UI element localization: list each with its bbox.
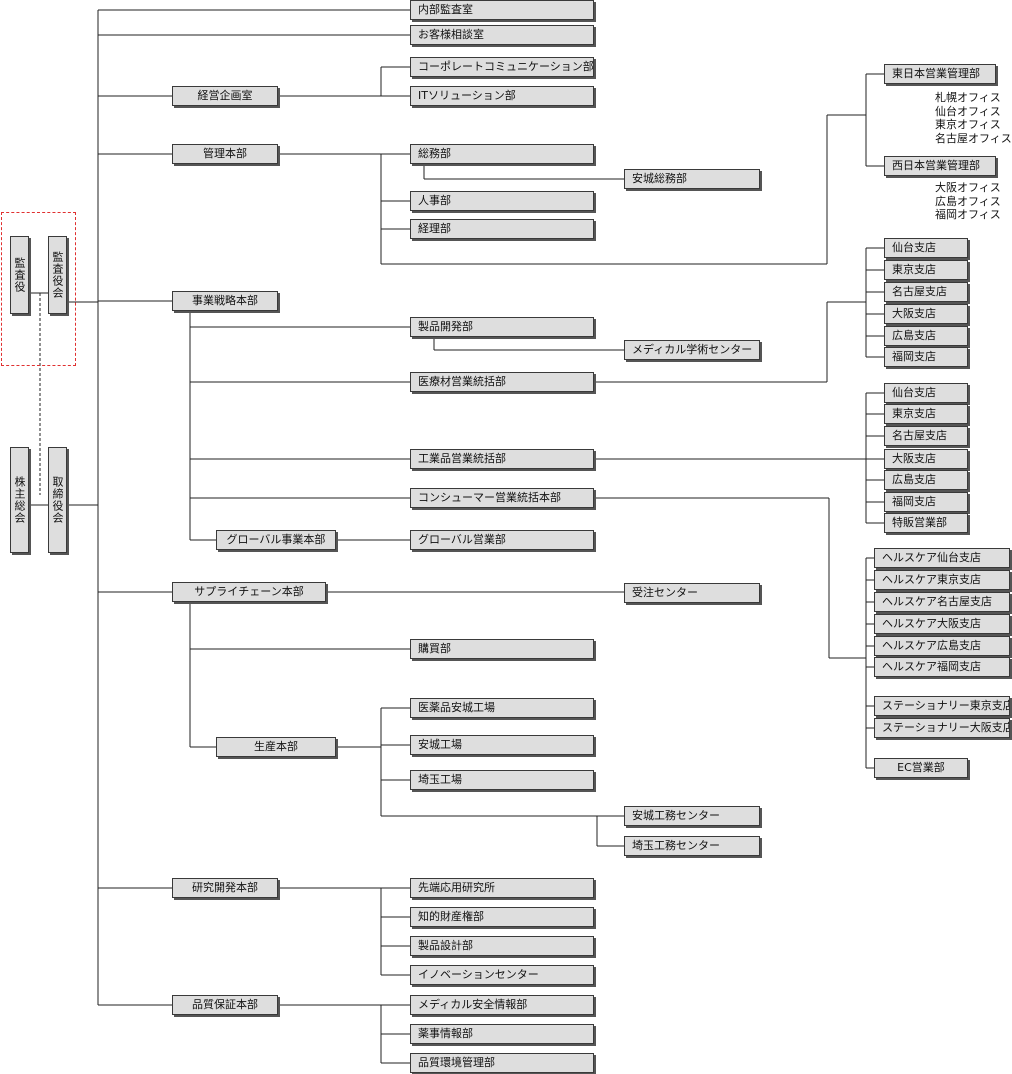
plant-box[interactable]: 医薬品安城工場	[410, 698, 594, 718]
consumer-box[interactable]: コンシューマー営業統括本部	[410, 488, 594, 508]
supply-chain-box[interactable]: サプライチェーン本部	[172, 582, 326, 602]
audit-dashed-frame	[1, 212, 76, 366]
kenkyu-child-box[interactable]: 知的財産権部	[410, 907, 594, 927]
kogyohin-branch[interactable]: 名古屋支店	[884, 426, 968, 446]
naibu-kansa-box[interactable]: 内部監査室	[410, 0, 594, 20]
kenkyu-kaihatsu-box[interactable]: 研究開発本部	[172, 878, 278, 898]
iryozai-branch[interactable]: 東京支店	[884, 260, 968, 280]
kogyohin-branch[interactable]: 広島支店	[884, 470, 968, 490]
consumer-branch[interactable]: ヘルスケア福岡支店	[874, 657, 1010, 677]
kenkyu-child-box[interactable]: イノベーションセンター	[410, 965, 594, 985]
kogyohin-branch[interactable]: 大阪支店	[884, 449, 968, 469]
hinshitsu-hosho-box[interactable]: 品質保証本部	[172, 995, 278, 1015]
consumer-branch[interactable]: ヘルスケア仙台支店	[874, 548, 1010, 568]
consumer-branch[interactable]: ステーショナリー大阪支店	[874, 718, 1010, 738]
keiri-box[interactable]: 経理部	[410, 219, 594, 239]
iryozai-branch[interactable]: 名古屋支店	[884, 282, 968, 302]
kogyohin-box[interactable]: 工業品営業統括部	[410, 449, 594, 469]
kabunushi-sokai-label: 株主総会	[13, 476, 26, 524]
global-honbu-box[interactable]: グローバル事業本部	[216, 530, 336, 550]
somu-box[interactable]: 総務部	[410, 144, 594, 164]
keiei-kikaku-box[interactable]: 経営企画室	[172, 86, 278, 106]
seihin-kaihatsu-box[interactable]: 製品開発部	[410, 317, 594, 337]
koumu-center-box[interactable]: 安城工務センター	[624, 806, 760, 826]
iryozai-branch[interactable]: 大阪支店	[884, 304, 968, 324]
hinshitsu-child-box[interactable]: メディカル安全情報部	[410, 995, 594, 1015]
kabunushi-sokai-box[interactable]: 株主総会	[10, 447, 29, 553]
seisan-honbu-box[interactable]: 生産本部	[216, 737, 336, 757]
east-offices-list: 札幌オフィス 仙台オフィス 東京オフィス 名古屋オフィス	[935, 91, 1012, 145]
iryozai-branch[interactable]: 広島支店	[884, 326, 968, 346]
consumer-branch[interactable]: ヘルスケア東京支店	[874, 570, 1010, 590]
kansayaku-box[interactable]: 監査役	[10, 236, 29, 314]
hinshitsu-child-box[interactable]: 薬事情報部	[410, 1024, 594, 1044]
jinji-box[interactable]: 人事部	[410, 191, 594, 211]
plant-box[interactable]: 埼玉工場	[410, 770, 594, 790]
kogyohin-branch[interactable]: 福岡支店	[884, 492, 968, 512]
kansayaku-label: 監査役	[13, 257, 26, 293]
corporate-communication-box[interactable]: コーポレートコミュニケーション部	[410, 57, 594, 77]
koumu-center-box[interactable]: 埼玉工務センター	[624, 836, 760, 856]
kansayakukai-box[interactable]: 監査役会	[48, 236, 67, 314]
torishimariyakukai-label: 取締役会	[51, 476, 64, 524]
iryozai-branch[interactable]: 仙台支店	[884, 238, 968, 258]
juchu-center-box[interactable]: 受注センター	[624, 583, 760, 603]
west-japan-box[interactable]: 西日本営業管理部	[884, 156, 996, 176]
consumer-branch[interactable]: ヘルスケア広島支店	[874, 636, 1010, 656]
consumer-branch[interactable]: ヘルスケア大阪支店	[874, 614, 1010, 634]
kenkyu-child-box[interactable]: 先端応用研究所	[410, 878, 594, 898]
iryozai-branch[interactable]: 福岡支店	[884, 347, 968, 367]
east-japan-box[interactable]: 東日本営業管理部	[884, 64, 996, 84]
plant-box[interactable]: 安城工場	[410, 735, 594, 755]
kogyohin-branch[interactable]: 仙台支店	[884, 383, 968, 403]
global-eigyo-box[interactable]: グローバル営業部	[410, 530, 594, 550]
it-solution-box[interactable]: ITソリューション部	[410, 86, 594, 106]
medical-gakujutsu-box[interactable]: メディカル学術センター	[624, 340, 760, 360]
kansayakukai-label: 監査役会	[51, 251, 64, 299]
west-offices-list: 大阪オフィス 広島オフィス 福岡オフィス	[935, 181, 1001, 221]
kobai-box[interactable]: 購買部	[410, 639, 594, 659]
kanri-honbu-box[interactable]: 管理本部	[172, 144, 278, 164]
kogyohin-branch[interactable]: 特販営業部	[884, 513, 968, 533]
torishimariyakukai-box[interactable]: 取締役会	[48, 447, 67, 553]
anjo-somu-box[interactable]: 安城総務部	[624, 169, 760, 189]
consumer-branch[interactable]: ヘルスケア名古屋支店	[874, 592, 1010, 612]
kogyohin-branch[interactable]: 東京支店	[884, 404, 968, 424]
okyakusama-sodan-box[interactable]: お客様相談室	[410, 25, 594, 45]
jigyo-senryaku-box[interactable]: 事業戦略本部	[172, 291, 278, 311]
kenkyu-child-box[interactable]: 製品設計部	[410, 936, 594, 956]
hinshitsu-child-box[interactable]: 品質環境管理部	[410, 1053, 594, 1073]
iryozai-box[interactable]: 医療材営業統括部	[410, 372, 594, 392]
ec-eigyo-box[interactable]: EC営業部	[874, 758, 968, 778]
consumer-branch[interactable]: ステーショナリー東京支店	[874, 696, 1010, 716]
